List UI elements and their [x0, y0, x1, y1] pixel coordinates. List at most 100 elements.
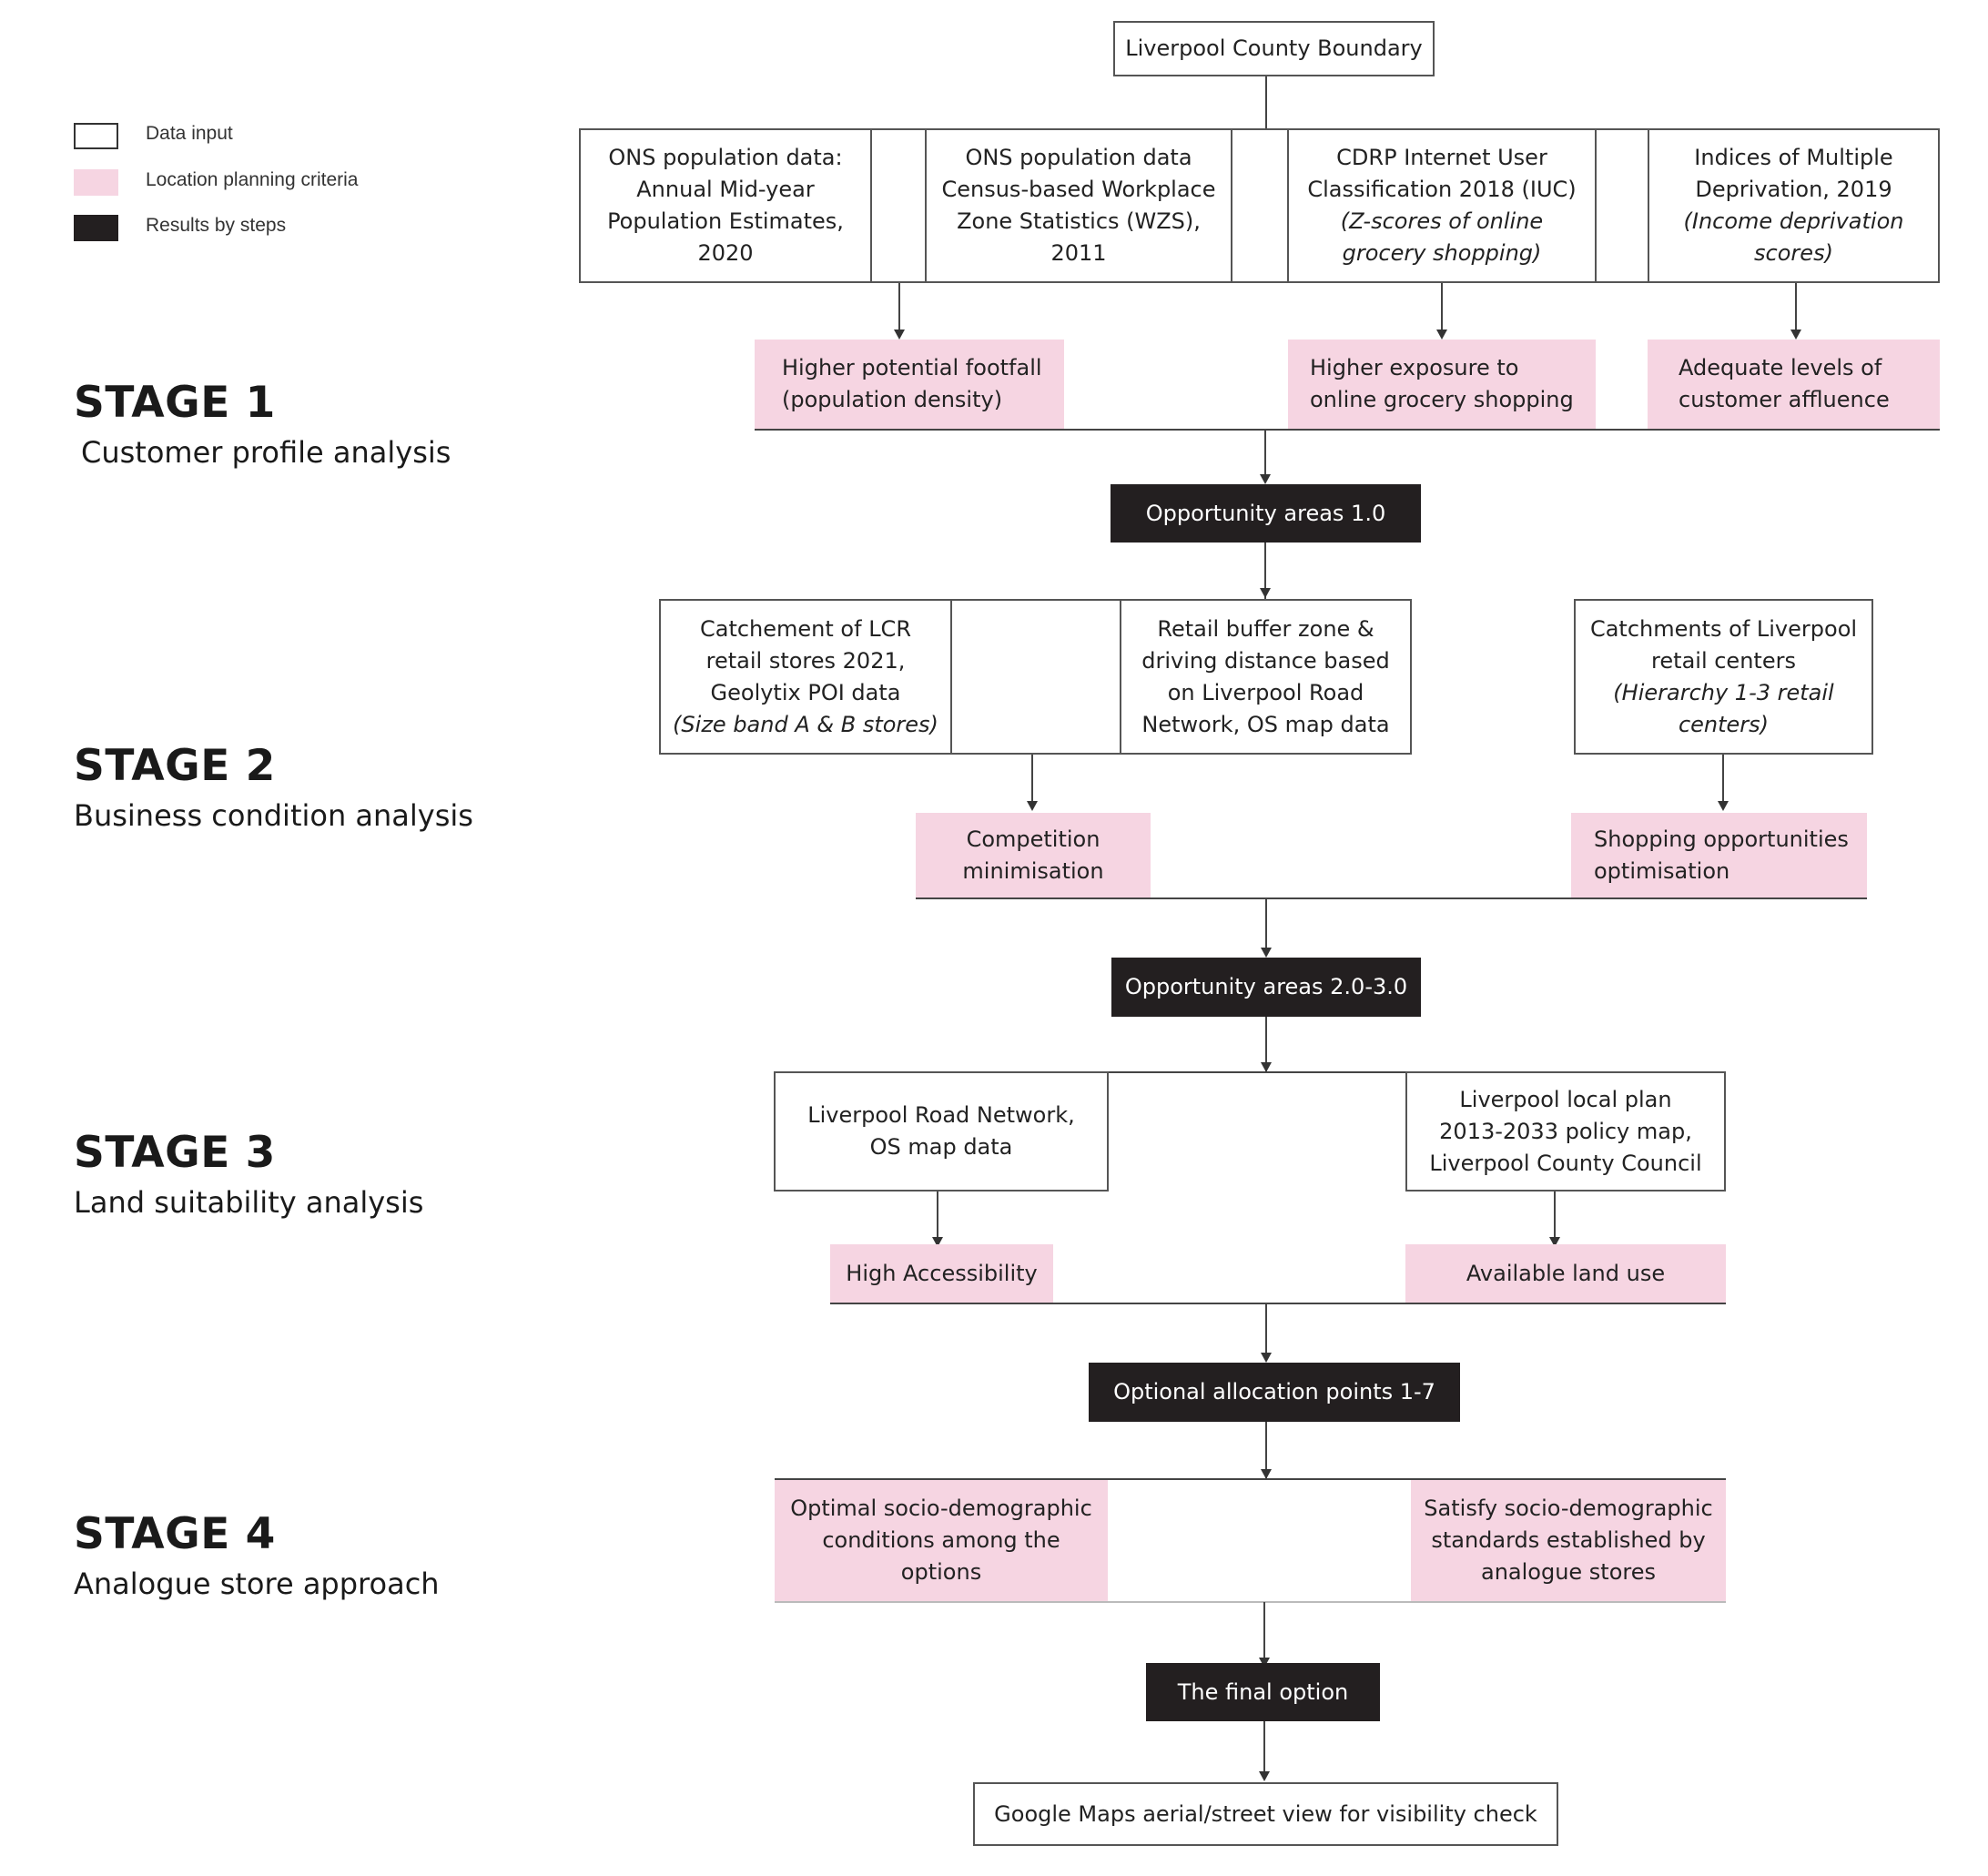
input-ons-mid-year-line: ONS population data:	[608, 145, 843, 170]
baseline-s4	[775, 1601, 1726, 1603]
input-plan-line: 2013-2033 policy map,	[1439, 1118, 1692, 1144]
input-google-maps-visibility: Google Maps aerial/street view for visib…	[973, 1782, 1558, 1846]
input-buffer-line: on Liverpool Road	[1167, 679, 1364, 705]
connector-s3-result	[1265, 1303, 1267, 1354]
criterion-line: Available land use	[1466, 1260, 1666, 1286]
criterion-optimal-socio-demographic: Optimal socio-demographic conditions amo…	[775, 1480, 1108, 1601]
arrow-s2-crit1	[1027, 801, 1038, 811]
criterion-line: online grocery shopping	[1310, 387, 1574, 412]
input-centers-line: (Hierarchy 1-3 retail	[1613, 679, 1834, 705]
stage-1-title: STAGE 1	[74, 378, 276, 428]
input-lcr-line: retail stores 2021,	[705, 647, 906, 674]
input-road-line: Liverpool Road Network,	[807, 1102, 1075, 1128]
input-ons-mid-year-line: 2020	[697, 240, 754, 266]
criterion-line: options	[900, 1559, 982, 1585]
input-buffer-line: Retail buffer zone &	[1157, 615, 1374, 642]
result-opportunity-areas-2-3: Opportunity areas 2.0-3.0	[1111, 958, 1421, 1017]
input-ons-wzs-line: 2011	[1050, 240, 1107, 266]
criterion-high-accessibility: High Accessibility	[830, 1244, 1053, 1303]
input-road-line: OS map data	[869, 1134, 1013, 1160]
input-lcr-line: Geolytix POI data	[710, 679, 901, 705]
connector-s4-result	[1263, 1602, 1265, 1659]
arrow-s1-crit1	[894, 330, 905, 340]
arrow-s2-to-s3	[1261, 1062, 1272, 1072]
connector-s1-result	[1264, 430, 1266, 476]
input-cdrp-iuc-line: Classification 2018 (IUC)	[1307, 177, 1577, 202]
legend-criteria-swatch	[74, 169, 118, 196]
input-imd: Indices of Multiple Deprivation, 2019 (I…	[1648, 130, 1938, 281]
criterion-line: Higher exposure to	[1310, 355, 1519, 380]
arrow-s2-result	[1261, 948, 1272, 958]
input-ons-mid-year: ONS population data: Annual Mid-year Pop…	[581, 130, 872, 281]
legend-results-swatch	[74, 215, 118, 241]
connector-top	[1265, 76, 1267, 128]
input-buffer-line: driving distance based	[1141, 647, 1390, 674]
criterion-customer-affluence: Adequate levels of customer affluence	[1648, 340, 1940, 429]
connector-s3-in2	[1554, 1192, 1556, 1239]
input-cdrp-iuc-line: (Z-scores of online	[1340, 208, 1544, 234]
stage-3-subtitle: Land suitability analysis	[74, 1185, 424, 1220]
arrow-s3-result	[1261, 1353, 1272, 1363]
input-buffer-line: Network, OS map data	[1141, 711, 1390, 737]
baseline-s3	[830, 1303, 1726, 1304]
legend-data-input-label: Data input	[146, 123, 233, 144]
criterion-line: High Accessibility	[846, 1260, 1038, 1286]
criterion-higher-potential-footfall: Higher potential footfall (population de…	[755, 340, 1064, 429]
legend-data-input-swatch	[74, 123, 118, 149]
input-imd-line: (Income deprivation	[1683, 208, 1904, 234]
stage-3-title: STAGE 3	[74, 1128, 276, 1178]
baseline-s1	[755, 429, 1940, 431]
arrow-s4-result	[1259, 1658, 1270, 1668]
criterion-competition-minimisation: Competition minimisation	[916, 813, 1151, 897]
input-retail-buffer-zone: Retail buffer zone & driving distance ba…	[1120, 601, 1410, 753]
input-plan-line: Liverpool County Council	[1429, 1150, 1702, 1176]
arrow-s1-crit3	[1790, 330, 1801, 340]
criterion-shopping-optimisation: Shopping opportunities optimisation	[1571, 813, 1867, 897]
arrow-s2-crit2	[1718, 801, 1729, 811]
connector-s2-to-s3	[1265, 1017, 1267, 1071]
criterion-line: Higher potential footfall	[782, 355, 1042, 380]
criterion-available-land-use: Available land use	[1405, 1244, 1726, 1303]
topline-s4	[775, 1478, 1726, 1480]
input-centers-line: Catchments of Liverpool	[1589, 615, 1858, 642]
criterion-line: Adequate levels of	[1679, 355, 1882, 380]
input-liverpool-retail-centers: Catchments of Liverpool retail centers (…	[1574, 599, 1873, 755]
input-imd-line: scores)	[1754, 240, 1833, 266]
criterion-satisfy-socio-demographic: Satisfy socio-demographic standards esta…	[1411, 1480, 1726, 1601]
result-final-option: The final option	[1146, 1663, 1380, 1721]
input-liverpool-road-network: Liverpool Road Network, OS map data	[774, 1071, 1109, 1192]
criterion-line: Shopping opportunities	[1594, 826, 1849, 852]
input-cdrp-iuc: CDRP Internet User Classification 2018 (…	[1287, 130, 1597, 281]
connector-s3-branch	[1109, 1071, 1405, 1073]
criterion-line: optimisation	[1594, 857, 1730, 884]
stage-4-title: STAGE 4	[74, 1509, 276, 1559]
arrow-s1-crit2	[1436, 330, 1447, 340]
input-ons-mid-year-line: Annual Mid-year	[636, 177, 815, 202]
input-centers-line: centers)	[1678, 711, 1770, 737]
arrow-s3-crit2	[1549, 1237, 1560, 1247]
stage-4-subtitle: Analogue store approach	[74, 1567, 440, 1601]
baseline-s2	[916, 897, 1867, 899]
legend-criteria-label: Location planning criteria	[146, 169, 359, 190]
input-lcr-line: (Size band A & B stores)	[673, 711, 938, 737]
arrow-s3-crit1	[932, 1237, 943, 1247]
result-optional-allocation-points: Optional allocation points 1-7	[1089, 1363, 1460, 1422]
criterion-line: minimisation	[962, 857, 1104, 884]
result-opportunity-areas-1: Opportunity areas 1.0	[1111, 484, 1421, 543]
input-ons-wzs: ONS population data Census-based Workpla…	[925, 130, 1232, 281]
stage-2-subtitle: Business condition analysis	[74, 798, 473, 833]
connector-s1-in4	[1795, 283, 1797, 331]
input-liverpool-county-boundary: Liverpool County Boundary	[1113, 21, 1435, 76]
criterion-line: analogue stores	[1480, 1559, 1657, 1585]
input-cdrp-iuc-line: CDRP Internet User	[1336, 145, 1547, 170]
input-lcr-retail-catchment: Catchement of LCR retail stores 2021, Ge…	[661, 601, 952, 753]
criterion-line: conditions among the	[822, 1527, 1060, 1553]
criterion-line: standards established by	[1431, 1527, 1706, 1553]
connector-s3-in1	[937, 1192, 938, 1239]
criterion-line: (population density)	[782, 387, 1003, 412]
connector-s2-in1	[1031, 755, 1033, 803]
arrow-s3-to-s4	[1261, 1469, 1272, 1479]
stage-2-title: STAGE 2	[74, 741, 276, 791]
connector-s1-to-s2	[1264, 543, 1266, 599]
